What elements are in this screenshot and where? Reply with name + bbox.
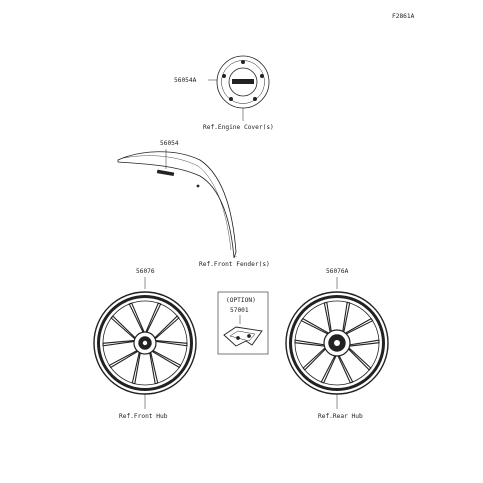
part-number-57001[interactable]: 57001 — [230, 307, 249, 314]
wheel-spoke — [150, 349, 182, 369]
ref-rear-hub: Ref.Rear Hub — [318, 413, 363, 420]
ref-front-fender: Ref.Front Fender(s) — [199, 261, 270, 268]
wheel-spoke — [347, 346, 372, 371]
wheel-spoke — [128, 302, 146, 334]
wheel-spoke — [323, 301, 332, 334]
wheel-spoke — [153, 339, 188, 347]
emblem-logo — [232, 79, 254, 84]
wheel-spoke — [343, 317, 374, 336]
wheel-spoke — [131, 350, 142, 385]
fender-hole — [196, 184, 200, 188]
wheel-spoke — [336, 354, 354, 384]
option-box — [217, 291, 269, 355]
ref-engine-cover: Ref.Engine Cover(s) — [203, 124, 274, 131]
wheel-spoke — [294, 339, 327, 347]
rear-wheel[interactable] — [285, 291, 389, 395]
engine-cover-emblem[interactable] — [216, 55, 270, 109]
front-wheel[interactable] — [93, 291, 197, 395]
ref-front-hub: Ref.Front Hub — [119, 413, 168, 420]
wheel-spoke — [347, 339, 380, 347]
part-number-56076A[interactable]: 56076A — [326, 268, 349, 275]
wheel-spoke — [144, 302, 162, 334]
figure-code: F2861A — [392, 13, 415, 20]
wheel-spoke — [300, 317, 331, 336]
part-number-56076[interactable]: 56076 — [136, 268, 155, 275]
wheel-spoke — [148, 350, 159, 385]
wheel-spoke — [102, 339, 137, 347]
fender-label-decal[interactable] — [156, 169, 175, 177]
wheel-spoke — [153, 315, 180, 341]
wheel-spoke — [110, 315, 137, 341]
front-fender — [117, 151, 237, 259]
part-number-56054[interactable]: 56054 — [160, 140, 179, 147]
option-bracket[interactable] — [223, 326, 263, 347]
wheel-spoke — [342, 301, 351, 334]
wheel-spoke — [320, 354, 338, 384]
option-label: (OPTION) — [226, 297, 256, 304]
wheel-spoke — [302, 346, 327, 371]
part-number-56054A[interactable]: 56054A — [174, 77, 197, 84]
wheel-spoke — [108, 349, 140, 369]
